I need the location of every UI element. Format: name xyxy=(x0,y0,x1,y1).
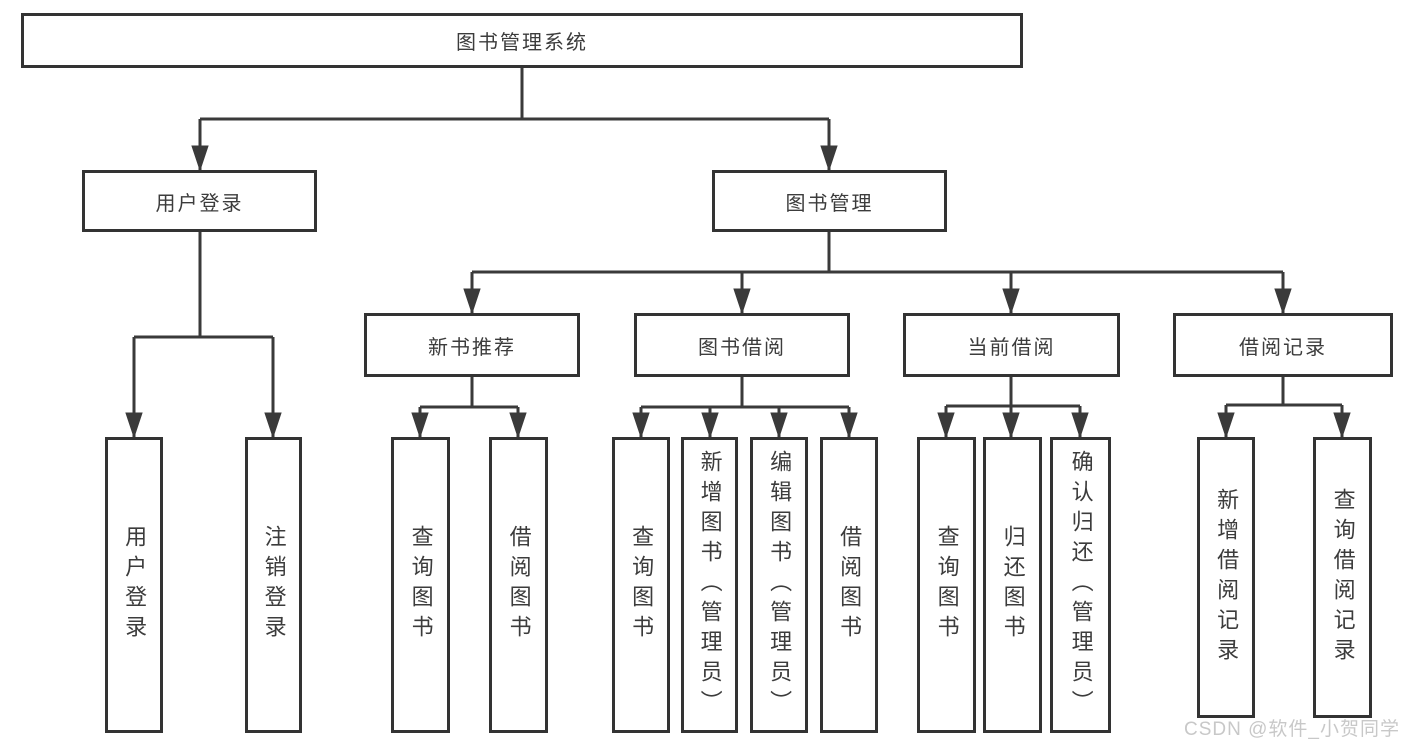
leaf-return-book: 归还图书 xyxy=(983,437,1042,733)
leaf-edit-book-admin: 编辑图书（管理员） xyxy=(750,437,808,733)
leaf-add-book-admin: 新增图书（管理员） xyxy=(681,437,738,733)
leaf-borrow-books-recommend: 借阅图书 xyxy=(489,437,548,733)
node-borrowing-records: 借阅记录 xyxy=(1173,313,1393,377)
leaf-confirm-return-admin: 确认归还（管理员） xyxy=(1050,437,1111,733)
node-new-book-recommend: 新书推荐 xyxy=(364,313,580,377)
leaf-query-books-current: 查询图书 xyxy=(917,437,976,733)
node-book-management-label: 图书管理 xyxy=(785,192,874,215)
node-book-borrowing: 图书借阅 xyxy=(634,313,850,377)
node-borrowing-records-label: 借阅记录 xyxy=(1239,336,1327,359)
leaf-return-book-label: 归还图书 xyxy=(1000,525,1026,645)
leaf-add-borrow-record: 新增借阅记录 xyxy=(1197,437,1255,718)
leaf-query-books-borrow-label: 查询图书 xyxy=(629,525,655,645)
leaf-query-books-recommend: 查询图书 xyxy=(391,437,450,733)
leaf-edit-book-admin-label: 编辑图书（管理员） xyxy=(767,450,793,720)
leaf-confirm-return-admin-label: 确认归还（管理员） xyxy=(1068,450,1094,720)
leaf-query-books-borrow: 查询图书 xyxy=(612,437,670,733)
leaf-logout-label: 注销登录 xyxy=(261,525,287,645)
leaf-add-book-admin-label: 新增图书（管理员） xyxy=(697,450,723,720)
node-root: 图书管理系统 xyxy=(21,13,1023,68)
node-book-management: 图书管理 xyxy=(712,170,947,232)
leaf-user-login: 用户登录 xyxy=(105,437,163,733)
leaf-query-borrow-record-label: 查询借阅记录 xyxy=(1330,487,1356,668)
leaf-query-borrow-record: 查询借阅记录 xyxy=(1313,437,1372,718)
leaf-query-books-recommend-label: 查询图书 xyxy=(408,525,434,645)
node-current-borrowing-label: 当前借阅 xyxy=(967,336,1056,359)
leaf-borrow-books-recommend-label: 借阅图书 xyxy=(506,525,532,645)
node-root-label: 图书管理系统 xyxy=(456,32,588,54)
node-user-login: 用户登录 xyxy=(82,170,317,232)
node-current-borrowing: 当前借阅 xyxy=(903,313,1120,377)
node-book-borrowing-label: 图书借阅 xyxy=(698,336,786,359)
connector-group xyxy=(134,68,1342,437)
leaf-borrow-books-borrow-label: 借阅图书 xyxy=(837,525,863,645)
leaf-add-borrow-record-label: 新增借阅记录 xyxy=(1214,487,1240,668)
leaf-borrow-books-borrow: 借阅图书 xyxy=(820,437,878,733)
node-user-login-label: 用户登录 xyxy=(155,192,244,215)
node-new-book-recommend-label: 新书推荐 xyxy=(428,336,516,359)
leaf-user-login-label: 用户登录 xyxy=(122,525,148,645)
leaf-query-books-current-label: 查询图书 xyxy=(934,525,960,645)
leaf-logout: 注销登录 xyxy=(245,437,302,733)
watermark: CSDN @软件_小贺同学 xyxy=(1184,719,1400,740)
